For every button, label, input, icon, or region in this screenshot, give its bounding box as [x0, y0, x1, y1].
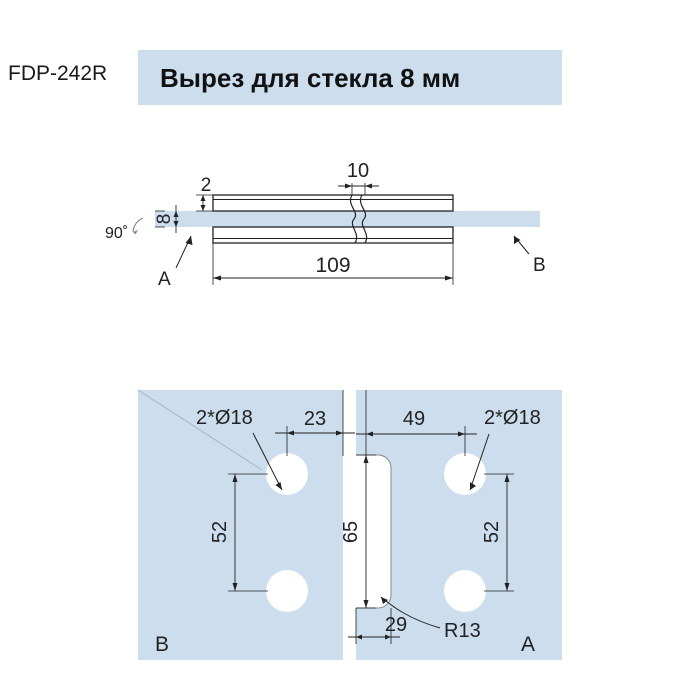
panel-a-dim29-label: 29: [385, 614, 407, 636]
panel-b-chamfer: [137, 389, 263, 471]
angle-label: 90˚: [105, 225, 128, 242]
panel-a-dim65-arrow-bottom: [363, 600, 369, 608]
side-section-view: 10 2 8 109 90˚: [105, 160, 546, 290]
leader-a-arrow: [185, 236, 193, 245]
dim-10-label: 10: [347, 160, 369, 182]
panel-a-dim65-label: 65: [340, 521, 362, 543]
panel-b-hole-bottom: [266, 570, 308, 612]
dim-109-arrow-left: [213, 275, 221, 281]
panel-b-hole-leader-arrow: [275, 482, 282, 490]
dim-2-label: 2: [201, 175, 212, 196]
panel-a-hole-leader: [469, 433, 490, 491]
panel-a-dim49-label: 49: [403, 408, 425, 430]
leader-b-arrow: [514, 236, 521, 244]
dim-8-label: 8: [154, 214, 175, 225]
glass-strip: [155, 211, 540, 227]
panel-b-dim23-arrow-left: [287, 430, 294, 436]
notch-break-left: [350, 194, 358, 244]
page-title: Вырез для стекла 8 мм: [160, 63, 461, 93]
panel-a-dim49-arrow-left: [366, 431, 373, 437]
panel-a-hole-leader-arrow: [470, 482, 476, 490]
panel-a-dim29-arrow-right: [385, 634, 391, 640]
panel-a-r13-arrow: [381, 597, 388, 604]
panel-b-dim52-arrow-top: [232, 474, 238, 482]
panel-b-hole-label: 2*Ø18: [196, 407, 253, 429]
plan-view-a: 2*Ø18 49 65 52: [340, 390, 562, 660]
panel-a-r13-label: R13: [444, 620, 481, 642]
angle-arc: [132, 217, 144, 233]
dim-10-arrow-left: [345, 183, 352, 189]
panel-a-dim29-arrow-left: [356, 634, 362, 640]
panel-a-notch: [356, 454, 392, 609]
header: FDP-242R Вырез для стекла 8 мм: [0, 50, 700, 105]
dim-109-arrow-right: [445, 275, 453, 281]
panel-b-hole-top: [266, 453, 308, 495]
dim-8-arrow-bottom: [173, 221, 179, 227]
dim-109-label: 109: [315, 254, 350, 277]
panel-b-dim23-label: 23: [304, 408, 326, 430]
panel-b-hole-leader: [252, 432, 283, 491]
dim-2-arrow-bottom: [200, 205, 206, 211]
panel-a-hole-top: [444, 453, 486, 495]
top-rail: [212, 194, 454, 212]
panel-b-dim52-label: 52: [209, 521, 231, 543]
panel-b-dim23-arrow-right: [336, 430, 343, 436]
side-marker-b: B: [533, 255, 546, 276]
panel-a-label: A: [521, 633, 535, 656]
panel-a-hole-bottom: [444, 570, 486, 612]
bottom-rail: [212, 226, 454, 244]
panel-a-dim52-label: 52: [481, 521, 503, 543]
plan-view-b: 2*Ø18 23 52 B: [137, 389, 355, 660]
notch-break-right: [360, 194, 368, 244]
product-code: FDP-242R: [8, 62, 108, 85]
panel-b-dim52-arrow-bottom: [232, 583, 238, 591]
panel-a-dim49-arrow-right: [458, 431, 465, 437]
panel-a-hole-label: 2*Ø18: [484, 407, 541, 429]
dim-10-arrow-right: [365, 183, 372, 189]
dim-2-arrow-top: [200, 195, 206, 201]
panel-b-body: [138, 390, 343, 660]
angle-arrow: [133, 230, 138, 235]
dim-8-arrow-top: [173, 211, 179, 217]
header-band: [138, 50, 562, 105]
panel-a-dim65-arrow-top: [363, 455, 369, 463]
panel-a-dim52-arrow-top: [504, 474, 510, 482]
side-marker-a: A: [158, 269, 171, 290]
panel-b-label: B: [155, 633, 169, 656]
panel-a-dim52-arrow-bottom: [504, 583, 510, 591]
